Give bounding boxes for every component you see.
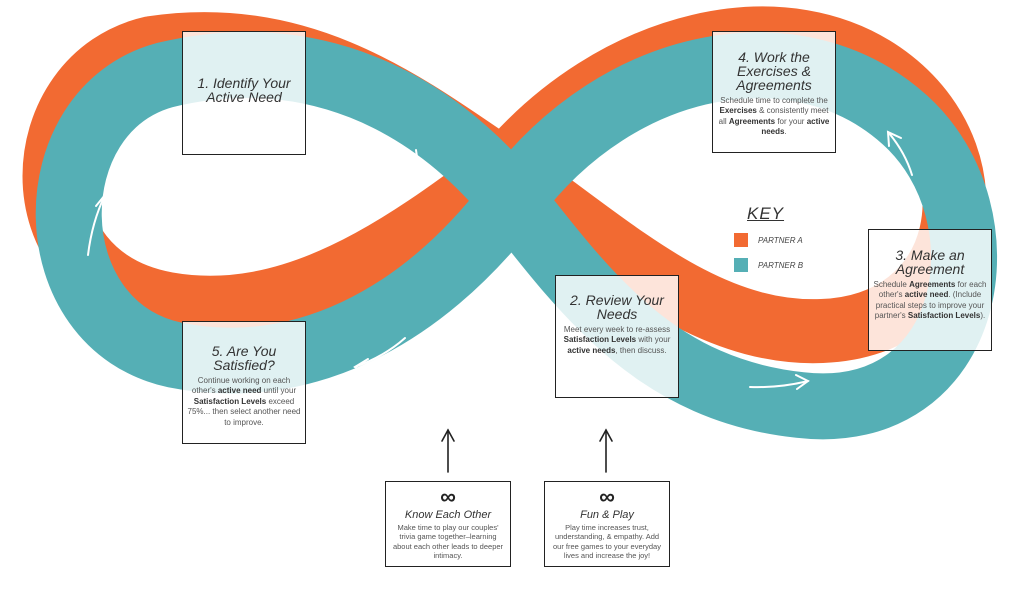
step-5-body: Continue working on each other's active … xyxy=(187,376,301,427)
step-1-title: 1. Identify Your Active Need xyxy=(197,75,291,105)
step-1-box: 1. Identify Your Active Need xyxy=(182,31,306,155)
fun-and-play-title: Fun & Play xyxy=(580,509,634,521)
step-3-title: 3. Make an Agreement xyxy=(895,247,965,277)
infinity-icon: ∞ xyxy=(599,484,615,509)
arrow-up-fun xyxy=(599,428,613,473)
know-each-other-title: Know Each Other xyxy=(404,509,492,521)
step-3-box: 3. Make an Agreement Schedule Agreements… xyxy=(868,229,992,351)
step-3-body: Schedule Agreements for each other's act… xyxy=(873,280,987,321)
arrow-bottom-left xyxy=(353,337,406,375)
arrow-left-up xyxy=(87,192,111,256)
arrow-right-up xyxy=(886,130,913,176)
partner-a-swatch xyxy=(734,233,748,247)
key-title: KEY xyxy=(747,204,785,223)
partner-b-swatch xyxy=(734,258,748,272)
step-5-box: 5. Are You Satisfied? Continue working o… xyxy=(182,321,306,444)
partner-a-label: PARTNER A xyxy=(758,236,803,245)
know-each-other-body: Make time to play our couples' trivia ga… xyxy=(392,523,504,561)
partner-b-band xyxy=(35,31,998,440)
arrow-bottom-right xyxy=(749,374,810,390)
step-5-title: 5. Are You Satisfied? xyxy=(211,343,277,373)
step-4-body: Schedule time to complete the Exercises … xyxy=(718,96,830,137)
infinity-icon: ∞ xyxy=(440,484,456,509)
know-each-other-box: ∞ Know Each Other Make time to play our … xyxy=(385,481,511,567)
arrow-top-right xyxy=(613,139,666,170)
step-4-box: 4. Work the Exercises & Agreements Sched… xyxy=(712,31,836,153)
partner-b-label: PARTNER B xyxy=(758,261,804,270)
arrow-up-know xyxy=(441,428,455,473)
arrow-top-left xyxy=(364,127,420,166)
step-2-box: 2. Review Your Needs Meet every week to … xyxy=(555,275,679,398)
fun-and-play-box: ∞ Fun & Play Play time increases trust, … xyxy=(544,481,670,567)
fun-and-play-body: Play time increases trust, understanding… xyxy=(553,523,661,561)
step-4-title: 4. Work the Exercises & Agreements xyxy=(736,49,812,93)
step-2-title: 2. Review Your Needs xyxy=(570,292,664,322)
step-2-body: Meet every week to re-assess Satisfactio… xyxy=(563,325,671,355)
